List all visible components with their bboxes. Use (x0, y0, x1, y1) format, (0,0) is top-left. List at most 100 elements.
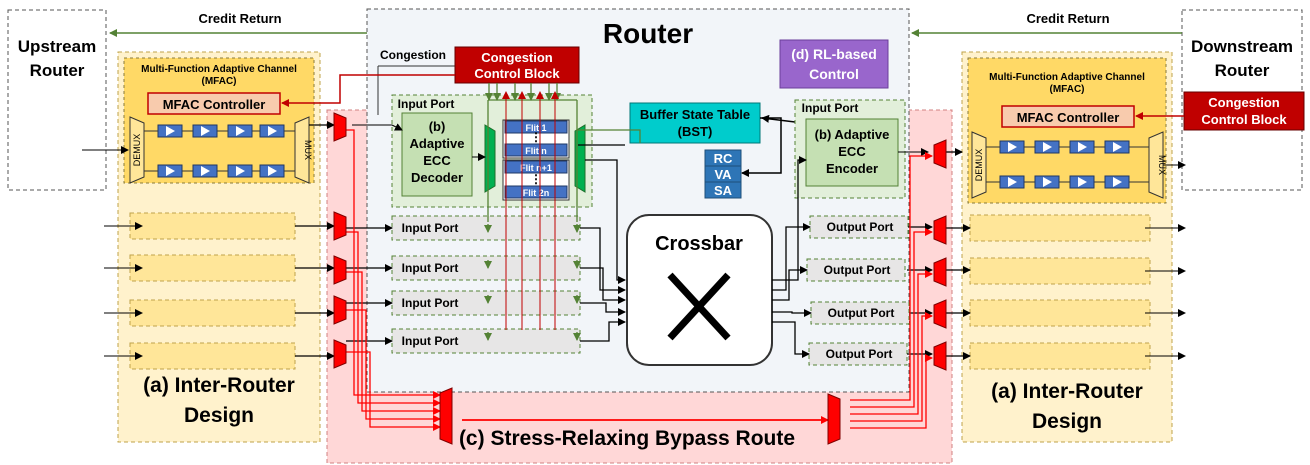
crossbar-to-output (772, 309, 812, 317)
congestion-control-block-center (454, 46, 580, 84)
output-port-label: Output Port (827, 220, 894, 234)
buffer-icon (201, 166, 210, 176)
text-line: Upstream (18, 37, 96, 56)
channel-bar-left (129, 299, 296, 327)
output-port-label: Output Port (828, 306, 895, 320)
text-line: Buffer State Table (640, 107, 750, 122)
bypass-mux-right (933, 257, 947, 287)
text-line: Router (30, 61, 85, 80)
text-line: (MFAC) (202, 76, 237, 87)
bypass-wire-right (850, 312, 933, 422)
credit-return-right-label: Credit Return (1026, 11, 1109, 26)
demux-left (129, 116, 145, 184)
buffer-icon (268, 126, 277, 136)
bypass-mux-center-right (827, 393, 841, 445)
buffer-icon (166, 126, 175, 136)
rl-control-box (779, 39, 889, 89)
buffer-icon (1043, 177, 1052, 187)
flit-ellipsis: ⋮ (530, 172, 542, 186)
channel-bar-right (969, 214, 1151, 242)
mux-left (294, 116, 310, 184)
input-port-top-label: Input Port (398, 97, 455, 111)
crossbar-x-2 (667, 272, 731, 341)
text-line: ECC (838, 144, 866, 159)
upstream-router-box (7, 9, 107, 191)
channel-bar-right (969, 342, 1151, 370)
mfac-left-box (123, 57, 315, 184)
text-line: Router (1215, 61, 1270, 80)
ecc-decoder-box (401, 112, 473, 197)
right-channels (969, 161, 1186, 370)
output-port-label: Output Port (824, 263, 891, 277)
mfac-controller-right (1001, 105, 1135, 128)
text-line: Decoder (411, 170, 463, 185)
congestion-control-block-right (1183, 91, 1305, 131)
text-line: ECC (423, 153, 451, 168)
buffer-icon (201, 126, 210, 136)
buffer-icon (1078, 142, 1087, 152)
text-line: (MFAC) (1050, 84, 1085, 95)
flit-slot (504, 120, 568, 134)
flit-label: Flit 2n (523, 188, 550, 198)
flit-slot (504, 160, 568, 174)
text-line: Control Block (1201, 112, 1287, 127)
bypass-route-label: (c) Stress-Relaxing Bypass Route (459, 427, 795, 450)
text-line: Multi-Function Adaptive Channel (989, 72, 1145, 83)
text-line: (b) Adaptive (815, 127, 890, 142)
demux-left-label: DEMUX (132, 134, 142, 167)
crossbar-to-output (772, 156, 807, 281)
mux-right (1148, 131, 1164, 199)
bypass-mux-right (933, 139, 947, 169)
mux-right-label: MUX (1157, 155, 1167, 175)
flit-slot (504, 143, 568, 157)
rc-label: RC (714, 151, 733, 166)
text-line: Congestion (1208, 95, 1280, 110)
bypass-mux-right (933, 215, 947, 245)
bypass-mux-left (333, 255, 347, 285)
flit-slot (504, 185, 568, 199)
bypass-wire-left (346, 351, 441, 431)
bypass-muxes (333, 112, 947, 445)
ecc-decoder-in2 (391, 123, 403, 131)
demux-right-label: DEMUX (974, 149, 984, 182)
buffer-icon (236, 166, 245, 176)
input-to-crossbar (580, 267, 626, 304)
text-line: (d) RL-based (791, 46, 877, 62)
buffer-icon (1113, 177, 1122, 187)
bst-to-router (741, 117, 782, 177)
mfac-controller-left-label: MFAC Controller (163, 97, 266, 112)
router-title: Router (603, 18, 693, 49)
bypass-mux-right (933, 341, 947, 371)
mfac-right-title: Multi-Function Adaptive Channel(MFAC) (989, 72, 1145, 95)
demux-right (971, 131, 987, 199)
text-line: Control (809, 66, 859, 82)
bypass-mux-left (333, 211, 347, 241)
flit-label: Flit n (525, 146, 547, 156)
input-to-crossbar (585, 159, 626, 284)
mfac-controller-right-label: MFAC Controller (1017, 110, 1120, 125)
bst-box (629, 102, 761, 144)
mfac-right-buffers (999, 140, 1130, 189)
bypass-mux-right (933, 299, 947, 329)
text-line: Design (1032, 410, 1102, 433)
channel-bar-left (129, 212, 296, 240)
sa-box (704, 181, 742, 199)
crossbar-label: Crossbar (655, 233, 743, 255)
sa-label: SA (714, 183, 733, 198)
mfac-left-title: Multi-Function Adaptive Channel(MFAC) (141, 64, 297, 87)
input-port-label: Input Port (402, 261, 459, 275)
crossbar-to-output (772, 321, 810, 358)
input-to-crossbar (580, 302, 626, 316)
output-port-label: Output Port (826, 347, 893, 361)
bypass-mux-left (333, 339, 347, 369)
buffer-icon (1043, 142, 1052, 152)
mux-left-label: MUX (303, 140, 313, 160)
encoder-port-label: Input Port (802, 101, 859, 115)
channel-bar-left (129, 254, 296, 282)
